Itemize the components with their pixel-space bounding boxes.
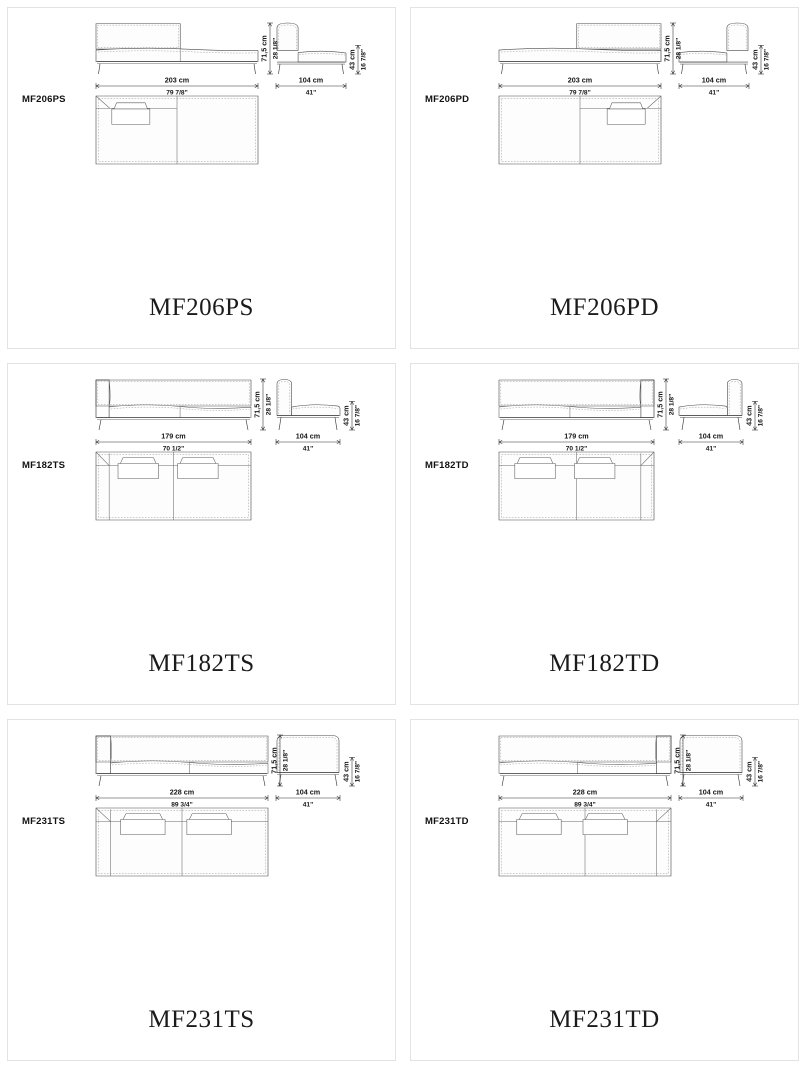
svg-text:89 3/4": 89 3/4" <box>574 802 595 809</box>
dimension-drawing-svg: 71,5 cm 28 1/8" 43 cm 16 7/8" 179 cm 70 1/2" 1… <box>498 378 765 521</box>
svg-text:104 cm: 104 cm <box>699 432 723 441</box>
model-code-label: MF231TD <box>425 816 469 827</box>
svg-text:70 1/2": 70 1/2" <box>163 446 184 453</box>
product-panel-mf182ts[interactable]: MF182TS 71,5 cm 28 1/8" 43 cm 16 7/8" 179 cm… <box>7 363 396 705</box>
svg-text:43 cm: 43 cm <box>348 50 357 70</box>
svg-text:203 cm: 203 cm <box>568 76 592 85</box>
svg-text:28 1/8": 28 1/8" <box>266 394 273 415</box>
svg-text:179 cm: 179 cm <box>161 432 185 441</box>
dimension-drawing-svg: 71,5 cm 28 1/8" 43 cm 16 7/8" 203 cm 79 7/8" 1… <box>95 22 368 165</box>
svg-text:41": 41" <box>303 446 313 453</box>
svg-text:28 1/8": 28 1/8" <box>273 38 280 59</box>
technical-drawing-mf182ts: MF182TS 71,5 cm 28 1/8" 43 cm 16 7/8" 179 cm… <box>8 364 395 650</box>
panel-title: MF206PD <box>549 294 660 321</box>
svg-text:16 7/8": 16 7/8" <box>764 49 771 70</box>
svg-text:41": 41" <box>706 446 716 453</box>
svg-text:43 cm: 43 cm <box>745 762 754 782</box>
svg-text:41": 41" <box>306 90 316 97</box>
svg-text:71,5 cm: 71,5 cm <box>260 35 269 61</box>
product-panel-mf182td[interactable]: MF182TD 71,5 cm 28 1/8" 43 cm 16 7/8" 179 cm… <box>410 363 799 705</box>
svg-text:104 cm: 104 cm <box>699 788 723 797</box>
svg-text:28 1/8": 28 1/8" <box>669 394 676 415</box>
svg-text:28 1/8": 28 1/8" <box>686 750 693 771</box>
technical-drawing-mf206pd: MF206PD 71,5 cm 28 1/8" 43 cm 16 7/8" 203 cm… <box>411 8 798 294</box>
svg-text:79 7/8": 79 7/8" <box>569 90 590 97</box>
svg-text:228 cm: 228 cm <box>573 788 597 797</box>
svg-text:43 cm: 43 cm <box>745 406 754 426</box>
svg-text:79 7/8": 79 7/8" <box>166 90 187 97</box>
svg-text:89 3/4": 89 3/4" <box>171 802 192 809</box>
model-code-label: MF182TD <box>425 460 469 471</box>
model-code-label: MF182TS <box>22 460 66 471</box>
svg-text:43 cm: 43 cm <box>342 762 351 782</box>
product-panel-mf231ts[interactable]: MF231TS 71,5 cm 28 1/8" 43 cm 16 7/8" 228 cm… <box>7 719 396 1061</box>
svg-text:104 cm: 104 cm <box>702 76 726 85</box>
svg-text:104 cm: 104 cm <box>299 76 323 85</box>
svg-text:203 cm: 203 cm <box>165 76 189 85</box>
product-panel-mf206ps[interactable]: MF206PS 71,5 cm 28 1/8" 43 cm 16 7/8" 203 cm… <box>7 7 396 349</box>
svg-text:71,5 cm: 71,5 cm <box>673 747 682 773</box>
svg-text:16 7/8": 16 7/8" <box>355 761 362 782</box>
model-code-label: MF231TS <box>22 816 66 827</box>
svg-text:16 7/8": 16 7/8" <box>758 761 765 782</box>
svg-text:71,5 cm: 71,5 cm <box>270 747 279 773</box>
svg-text:228 cm: 228 cm <box>170 788 194 797</box>
model-code-label: MF206PS <box>22 94 66 105</box>
svg-text:41": 41" <box>706 802 716 809</box>
technical-drawing-mf182td: MF182TD 71,5 cm 28 1/8" 43 cm 16 7/8" 179 cm… <box>411 364 798 650</box>
svg-text:28 1/8": 28 1/8" <box>676 38 683 59</box>
dimension-drawing-svg: 71,5 cm 28 1/8" 43 cm 16 7/8" 228 cm 89 3/4" 1… <box>95 734 362 877</box>
svg-text:16 7/8": 16 7/8" <box>361 49 368 70</box>
panel-title: MF231TD <box>549 1006 660 1033</box>
technical-drawing-mf206ps: MF206PS 71,5 cm 28 1/8" 43 cm 16 7/8" 203 cm… <box>8 8 395 294</box>
svg-text:41": 41" <box>709 90 719 97</box>
dimension-drawing-svg: 71,5 cm 28 1/8" 43 cm 16 7/8" 203 cm 79 7/8" 1… <box>498 22 771 165</box>
panel-title: MF182TS <box>148 650 255 677</box>
technical-drawing-mf231td: MF231TD 71,5 cm 28 1/8" 43 cm 16 7/8" 228 cm… <box>411 720 798 1006</box>
svg-text:28 1/8": 28 1/8" <box>283 750 290 771</box>
dimension-drawing-svg: 71,5 cm 28 1/8" 43 cm 16 7/8" 228 cm 89 3/4" 1… <box>498 734 765 877</box>
product-panel-mf231td[interactable]: MF231TD 71,5 cm 28 1/8" 43 cm 16 7/8" 228 cm… <box>410 719 799 1061</box>
model-code-label: MF206PD <box>425 94 470 105</box>
svg-text:43 cm: 43 cm <box>751 50 760 70</box>
panel-title: MF206PS <box>149 294 254 321</box>
svg-text:41": 41" <box>303 802 313 809</box>
svg-text:71,5 cm: 71,5 cm <box>663 35 672 61</box>
svg-text:71,5 cm: 71,5 cm <box>253 391 262 417</box>
dimension-drawing-svg: 71,5 cm 28 1/8" 43 cm 16 7/8" 179 cm 70 1/2" 1… <box>95 378 362 521</box>
svg-text:179 cm: 179 cm <box>564 432 588 441</box>
svg-text:104 cm: 104 cm <box>296 788 320 797</box>
technical-drawing-mf231ts: MF231TS 71,5 cm 28 1/8" 43 cm 16 7/8" 228 cm… <box>8 720 395 1006</box>
svg-text:71,5 cm: 71,5 cm <box>656 391 665 417</box>
panel-title: MF231TS <box>148 1006 255 1033</box>
svg-text:104 cm: 104 cm <box>296 432 320 441</box>
svg-text:16 7/8": 16 7/8" <box>758 405 765 426</box>
svg-text:16 7/8": 16 7/8" <box>355 405 362 426</box>
svg-text:43 cm: 43 cm <box>342 406 351 426</box>
product-panel-mf206pd[interactable]: MF206PD 71,5 cm 28 1/8" 43 cm 16 7/8" 203 cm… <box>410 7 799 349</box>
svg-text:70 1/2": 70 1/2" <box>566 446 587 453</box>
panel-title: MF182TD <box>549 650 660 677</box>
